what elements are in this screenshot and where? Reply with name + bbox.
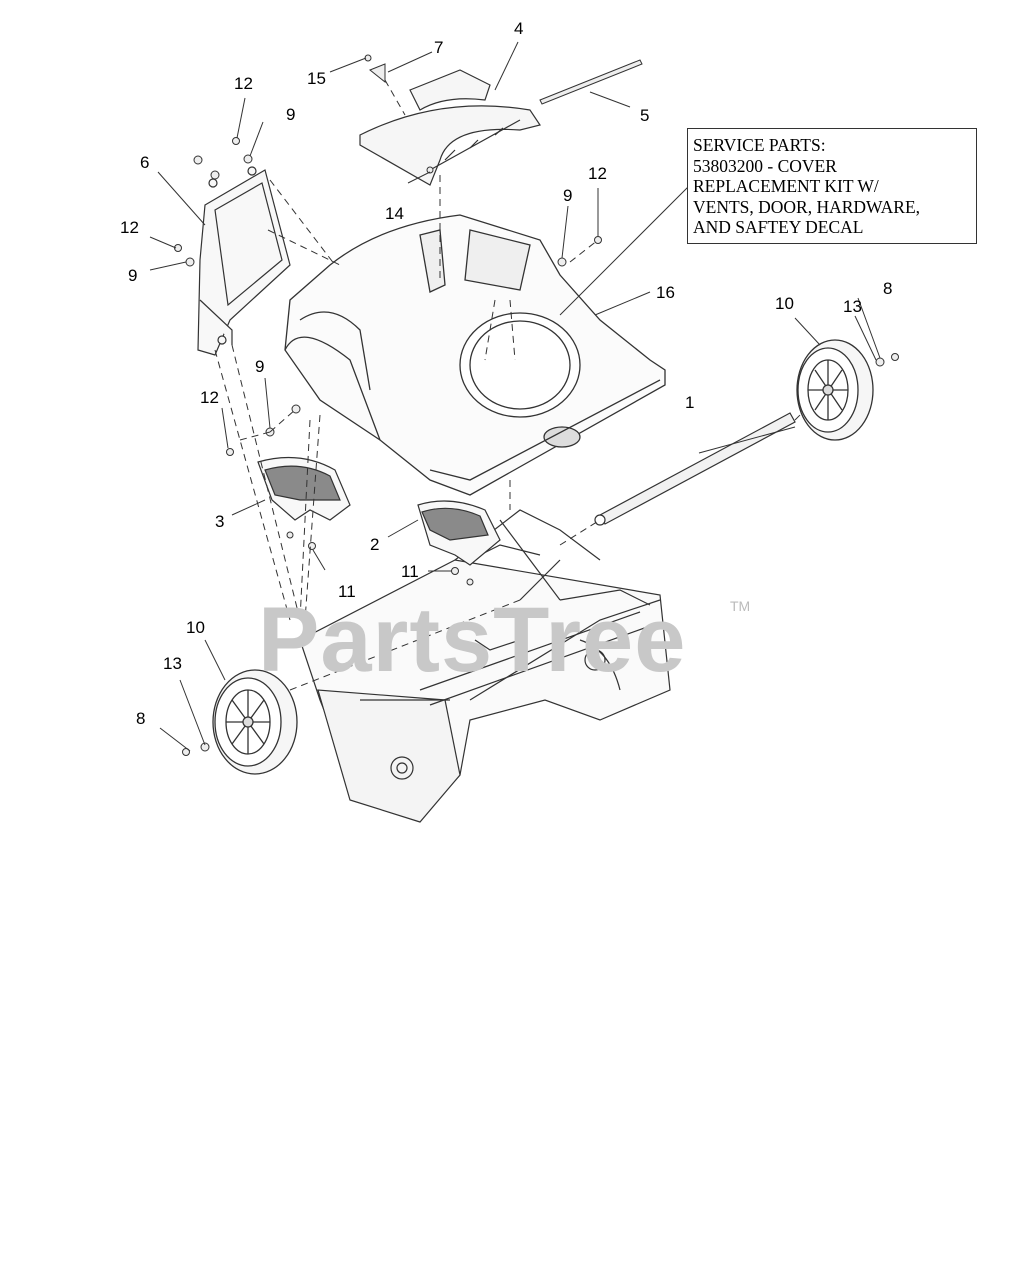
callout-10-right: 10 [775,294,794,313]
callout-12-lower: 12 [200,388,219,407]
callout-12-top: 12 [234,74,253,93]
callout-12-bracket: 12 [120,218,139,237]
handle-bracket [197,166,291,356]
callout-13-left: 13 [163,654,182,673]
callout-9-cover: 9 [563,186,572,205]
callout-7: 7 [434,38,443,57]
service-line-4: VENTS, DOOR, HARDWARE, [693,196,921,217]
callout-8-right: 8 [883,279,892,298]
callout-16: 16 [656,283,675,302]
callout-13-right: 13 [843,297,862,316]
callout-9-top: 9 [286,105,295,124]
callout-11-right: 11 [401,562,419,581]
service-line-5: AND SAFTEY DECAL [693,217,864,237]
callout-14: 14 [385,204,404,223]
callout-11-left: 11 [338,582,356,601]
callout-10-left: 10 [186,618,205,637]
wheel-right [796,339,874,441]
callout-8-left: 8 [136,709,145,728]
callout-9-bracket: 9 [128,266,137,285]
axle [594,412,796,526]
callout-4: 4 [514,19,523,38]
callout-5: 5 [640,106,649,125]
main-cover [284,214,666,496]
callout-1: 1 [685,393,694,412]
vent-panel-right [417,500,501,566]
service-parts-box: SERVICE PARTS: 53803200 - COVER REPLACEM… [687,128,977,244]
callout-2: 2 [370,535,379,554]
wheel-left [212,669,298,775]
top-door [359,69,541,186]
callout-9-lower: 9 [255,357,264,376]
watermark-logo: PartsTree [258,589,687,691]
service-line-2: 53803200 - COVER [693,155,837,176]
service-line-3: REPLACEMENT KIT W/ [693,176,879,196]
callout-6: 6 [140,153,149,172]
callout-labels: 1 2 3 4 5 6 7 8 8 9 9 9 9 10 10 11 11 12… [120,19,892,728]
watermark-trademark: TM [730,598,751,614]
service-line-1: SERVICE PARTS: [693,135,826,155]
assembly-guides [214,79,801,691]
callout-12-cover: 12 [588,164,607,183]
hardware [174,54,899,756]
callout-15: 15 [307,69,326,88]
auger-frame [299,509,671,823]
callout-3: 3 [215,512,224,531]
leader-lines [149,41,881,752]
vent-panel-left [257,456,351,521]
